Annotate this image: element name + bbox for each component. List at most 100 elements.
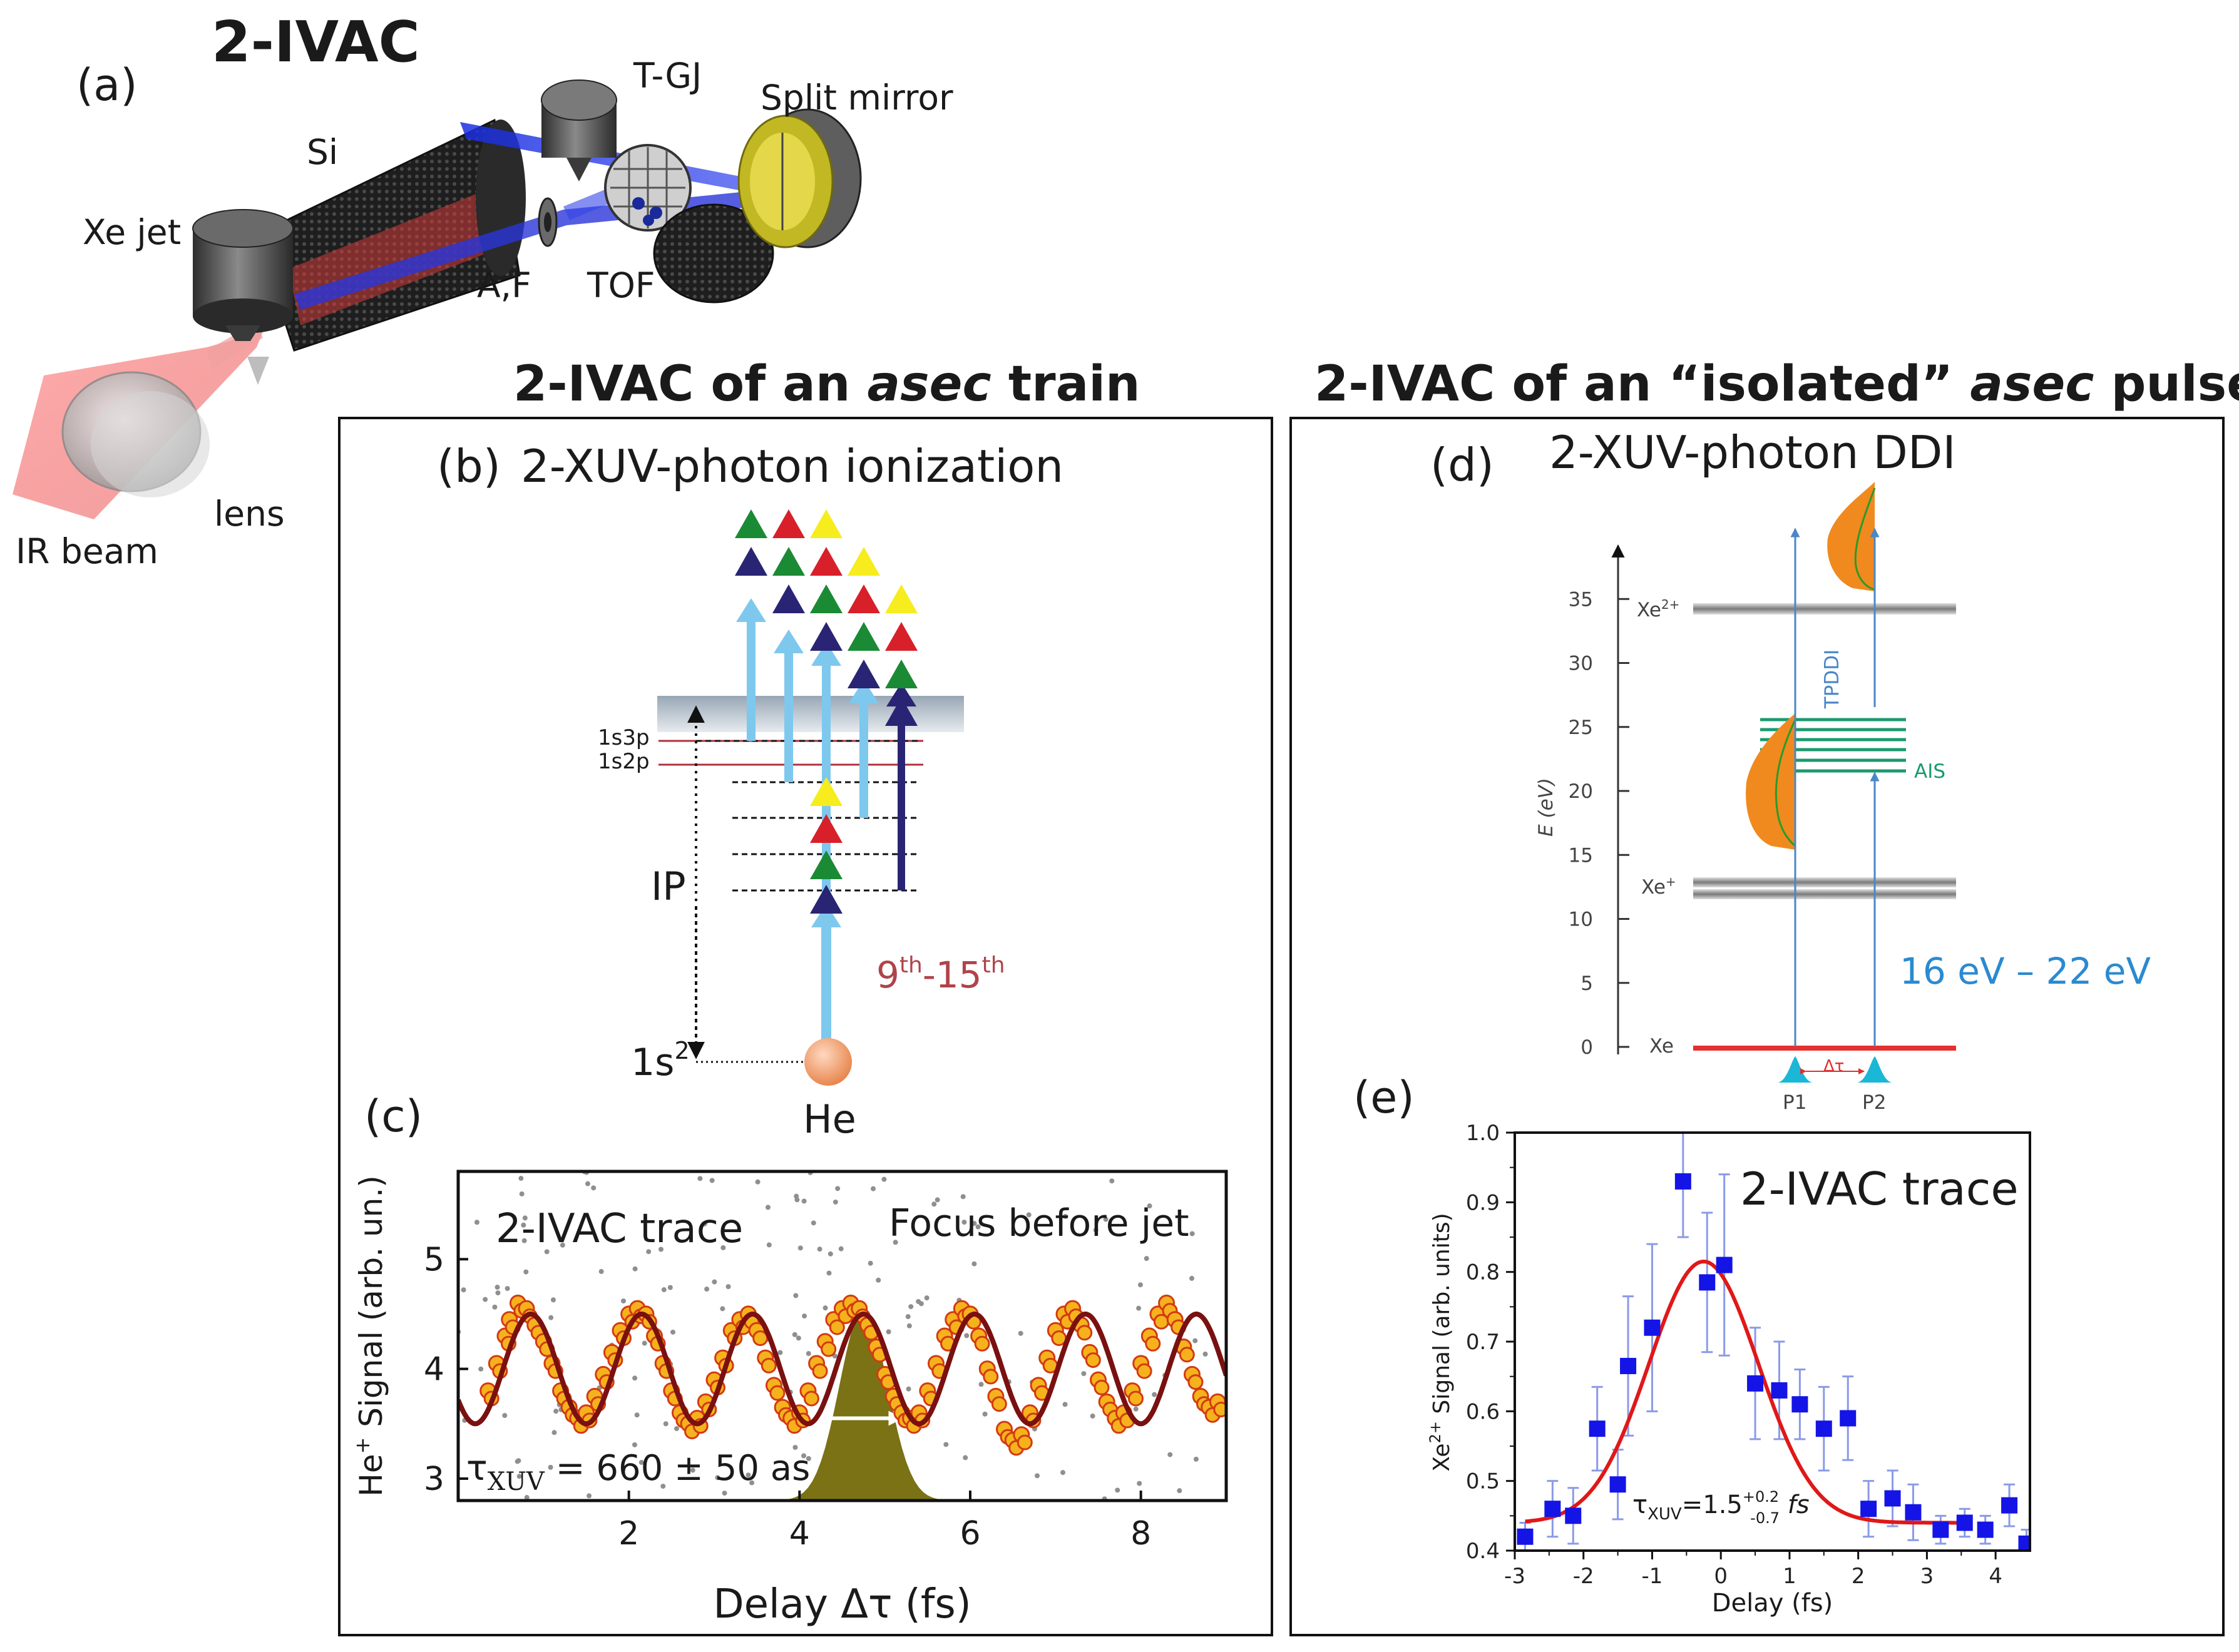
photon-triangle-1-0 xyxy=(772,509,805,538)
noise-dot xyxy=(1093,1227,1099,1233)
data-point xyxy=(1644,1319,1661,1336)
noise-dot xyxy=(1189,1231,1195,1236)
energy-tick-label: 0 xyxy=(1581,1036,1593,1059)
data-point xyxy=(1674,1173,1691,1190)
chart-c-xlabel: Delay Δτ (fs) xyxy=(713,1581,971,1628)
noise-dot xyxy=(702,1221,707,1226)
noise-dot xyxy=(1202,1351,1208,1357)
data-point xyxy=(1747,1375,1764,1392)
noise-dot xyxy=(886,1329,891,1335)
chart-c-annotation: Focus before jet xyxy=(889,1201,1189,1245)
noise-dot xyxy=(794,1197,800,1203)
noise-dot xyxy=(893,1240,898,1245)
dashed-levels xyxy=(696,740,920,892)
noise-dot xyxy=(881,1176,887,1182)
noise-dot xyxy=(749,1480,755,1486)
pulse-p1 xyxy=(1778,1056,1813,1083)
label-ir-beam: IR beam xyxy=(16,531,158,571)
chart-c-frame xyxy=(456,1170,1228,1502)
xuv-beam-lower xyxy=(294,188,789,310)
noise-dot xyxy=(755,1179,761,1185)
y-tick-label: 0.8 xyxy=(1466,1260,1500,1285)
label-tof: TOF xyxy=(587,265,655,305)
energy-tick-label: 30 xyxy=(1569,653,1593,675)
panel-b-title: 2-XUV-photon ionization xyxy=(521,440,1063,492)
noise-dot xyxy=(924,1295,930,1301)
photon-triangle-4-1 xyxy=(885,622,918,651)
noise-dot xyxy=(494,1285,500,1290)
label-ground-state: 1s2 xyxy=(631,1037,690,1084)
energy-tick-label: 20 xyxy=(1569,780,1593,803)
noise-dot xyxy=(591,1185,597,1191)
noise-dot xyxy=(658,1247,664,1252)
noise-dot xyxy=(560,1242,565,1248)
noise-dot xyxy=(1133,1406,1139,1412)
data-point xyxy=(803,1390,819,1407)
x-tick-label: 6 xyxy=(960,1515,980,1553)
noise-dot xyxy=(906,1323,912,1328)
xeplus-level-a xyxy=(1693,877,1956,887)
noise-dot xyxy=(492,1304,498,1310)
x-tick-label: 4 xyxy=(789,1515,810,1553)
noise-dot xyxy=(634,1412,640,1418)
fit-curve xyxy=(458,1312,1226,1427)
y-tick-label: 1.0 xyxy=(1466,1121,1500,1146)
xe-ground-level xyxy=(1693,1046,1956,1051)
right-column-header: 2-IVAC of an “isolated” asec pulse xyxy=(1314,356,2239,412)
data-point xyxy=(983,1369,999,1385)
photon-arrow-6 xyxy=(898,704,905,890)
photon-triangle-main-1 xyxy=(810,850,843,879)
data-point xyxy=(1860,1501,1877,1517)
label-split-mirror: Split mirror xyxy=(761,78,953,118)
noise-dot xyxy=(632,1375,638,1381)
noise-dot xyxy=(1063,1213,1068,1219)
noise-dot xyxy=(835,1186,841,1191)
data-point xyxy=(1699,1274,1716,1291)
noise-dot xyxy=(720,1245,726,1250)
noise-dot xyxy=(826,1270,832,1276)
noise-dot xyxy=(725,1284,731,1290)
data-point xyxy=(1077,1325,1093,1341)
noise-dot xyxy=(461,1287,466,1293)
noise-dot xyxy=(801,1198,807,1204)
pulse-p2 xyxy=(1857,1056,1892,1083)
noise-dot xyxy=(548,1464,553,1470)
photon-arrow-1 xyxy=(747,620,756,741)
photon-triangle-2-1 xyxy=(810,547,843,576)
x-tick-label: 2 xyxy=(618,1515,639,1553)
data-point xyxy=(829,1319,845,1335)
photon-triangle-2-3 xyxy=(810,622,843,651)
data-point xyxy=(1213,1401,1226,1417)
noise-dot xyxy=(709,1178,715,1183)
noise-dot xyxy=(935,1197,940,1203)
panel-a-label: (a) xyxy=(76,59,138,111)
data-point xyxy=(1136,1363,1152,1379)
noise-dot xyxy=(587,1493,592,1499)
chart-c-ylabel: He+ Signal (arb. un.) xyxy=(351,1175,389,1497)
label-xe2plus: Xe2+ xyxy=(1637,597,1679,621)
noise-dot xyxy=(519,1191,525,1196)
noise-dot xyxy=(1192,1338,1198,1344)
noise-dot xyxy=(598,1268,604,1274)
photon-triangle-2-0 xyxy=(810,509,843,538)
noise-dot xyxy=(522,1215,528,1221)
panel-e-label: (e) xyxy=(1353,1072,1415,1123)
data-point xyxy=(1815,1420,1832,1437)
label-tgj: T-GJ xyxy=(633,56,702,96)
noise-dot xyxy=(1103,1216,1109,1222)
noise-dot xyxy=(1018,1330,1023,1336)
y-tick-label: 4 xyxy=(424,1351,444,1389)
y-tick-label: 0.5 xyxy=(1466,1469,1500,1494)
noise-dot xyxy=(524,1495,530,1501)
chart-e-plot-area xyxy=(1517,1133,2030,1551)
data-point xyxy=(1565,1507,1582,1524)
data-point xyxy=(1017,1434,1033,1451)
spectrum-lower xyxy=(1746,713,1795,850)
noise-dot xyxy=(943,1442,949,1447)
noise-dot xyxy=(674,1425,680,1431)
noise-dot xyxy=(908,1304,914,1310)
data-point xyxy=(761,1357,777,1374)
